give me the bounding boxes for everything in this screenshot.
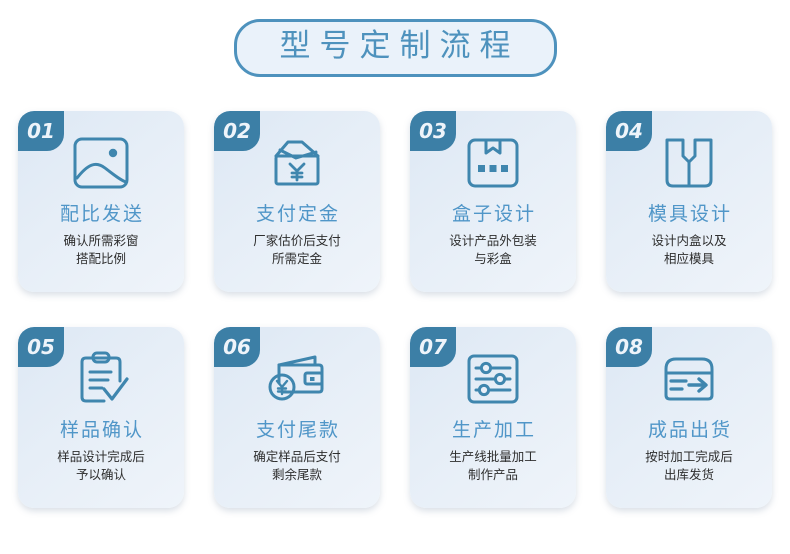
page-header: 型号定制流程 xyxy=(0,0,790,96)
page-title: 型号定制流程 xyxy=(279,28,520,64)
step-desc-08-line2: 出库发货 xyxy=(663,467,714,483)
step-title-08: 成品出货 xyxy=(647,419,732,441)
step-title-06: 支付尾款 xyxy=(255,419,340,441)
step-desc-08: 按时加工完成后 出库发货 xyxy=(606,448,772,484)
step-desc-06-line2: 剩余尾款 xyxy=(271,467,322,483)
step-badge-01: 01 xyxy=(18,111,64,151)
step-desc-01-line2: 搭配比例 xyxy=(75,251,126,267)
step-desc-07: 生产线批量加工 制作产品 xyxy=(410,448,576,484)
step-desc-05-line1: 样品设计完成后 xyxy=(57,449,145,464)
step-badge-05: 05 xyxy=(18,327,64,367)
step-number-04: 04 xyxy=(615,119,643,143)
mold-die-icon xyxy=(606,111,772,204)
step-badge-06: 06 xyxy=(214,327,260,367)
step-desc-03: 设计产品外包装 与彩盒 xyxy=(410,232,576,268)
clipboard-check-icon xyxy=(18,327,184,420)
step-desc-02: 厂家估价后支付 所需定金 xyxy=(214,232,380,268)
step-card-02[interactable]: 02 支付定金 厂家估价后支付 所需定金 xyxy=(214,111,380,292)
step-badge-07: 07 xyxy=(410,327,456,367)
step-card-04[interactable]: 04 模具设计 设计内盒以及 相应模具 xyxy=(606,111,772,292)
step-card-03[interactable]: 03 盒子设计 设计产品外包装 与彩盒 xyxy=(410,111,576,292)
step-badge-08: 08 xyxy=(606,327,652,367)
step-number-05: 05 xyxy=(27,335,55,359)
step-desc-01-line1: 确认所需彩窗 xyxy=(63,233,139,248)
step-number-07: 07 xyxy=(419,335,447,359)
step-title-07: 生产加工 xyxy=(451,419,536,441)
step-number-02: 02 xyxy=(223,119,251,143)
sliders-settings-icon xyxy=(410,327,576,420)
step-desc-04-line1: 设计内盒以及 xyxy=(651,233,727,248)
step-card-01[interactable]: 01 配比发送 确认所需彩窗 搭配比例 xyxy=(18,111,184,292)
step-desc-05-line2: 予以确认 xyxy=(75,467,126,483)
page-title-box: 型号定制流程 xyxy=(233,19,557,77)
step-desc-07-line1: 生产线批量加工 xyxy=(449,449,537,464)
step-desc-07-line2: 制作产品 xyxy=(467,467,518,483)
shipping-box-arrow-icon xyxy=(606,327,772,420)
process-steps-grid: 01 配比发送 确认所需彩窗 搭配比例 02 支付定金 xyxy=(18,111,772,508)
package-box-icon xyxy=(410,111,576,204)
image-photo-icon xyxy=(18,111,184,204)
step-desc-03-line1: 设计产品外包装 xyxy=(449,233,537,248)
money-envelope-yuan-icon xyxy=(214,111,380,204)
step-title-02: 支付定金 xyxy=(255,203,340,225)
step-desc-02-line2: 所需定金 xyxy=(271,251,322,267)
step-desc-04-line2: 相应模具 xyxy=(663,251,714,267)
step-card-07[interactable]: 07 生产加工 生产线批量加工 制作产品 xyxy=(410,327,576,508)
wallet-yuan-icon xyxy=(214,327,380,420)
step-desc-06-line1: 确定样品后支付 xyxy=(253,449,341,464)
step-desc-02-line1: 厂家估价后支付 xyxy=(253,233,341,248)
step-number-01: 01 xyxy=(27,119,55,143)
step-number-03: 03 xyxy=(419,119,447,143)
step-card-05[interactable]: 05 样品确认 样品设计完成后 予以确认 xyxy=(18,327,184,508)
step-desc-01: 确认所需彩窗 搭配比例 xyxy=(18,232,184,268)
step-card-06[interactable]: 06 支付尾款 确定样品后支付 剩余尾款 xyxy=(214,327,380,508)
step-title-03: 盒子设计 xyxy=(451,203,536,225)
step-desc-06: 确定样品后支付 剩余尾款 xyxy=(214,448,380,484)
step-card-08[interactable]: 08 成品出货 按时加工完成后 出库发货 xyxy=(606,327,772,508)
step-number-08: 08 xyxy=(615,335,643,359)
step-desc-03-line2: 与彩盒 xyxy=(474,251,512,267)
step-number-06: 06 xyxy=(223,335,251,359)
step-title-04: 模具设计 xyxy=(647,203,732,225)
step-badge-02: 02 xyxy=(214,111,260,151)
step-desc-04: 设计内盒以及 相应模具 xyxy=(606,232,772,268)
step-badge-03: 03 xyxy=(410,111,456,151)
step-title-05: 样品确认 xyxy=(59,419,144,441)
step-desc-05: 样品设计完成后 予以确认 xyxy=(18,448,184,484)
step-desc-08-line1: 按时加工完成后 xyxy=(645,449,733,464)
step-badge-04: 04 xyxy=(606,111,652,151)
step-title-01: 配比发送 xyxy=(59,203,144,225)
